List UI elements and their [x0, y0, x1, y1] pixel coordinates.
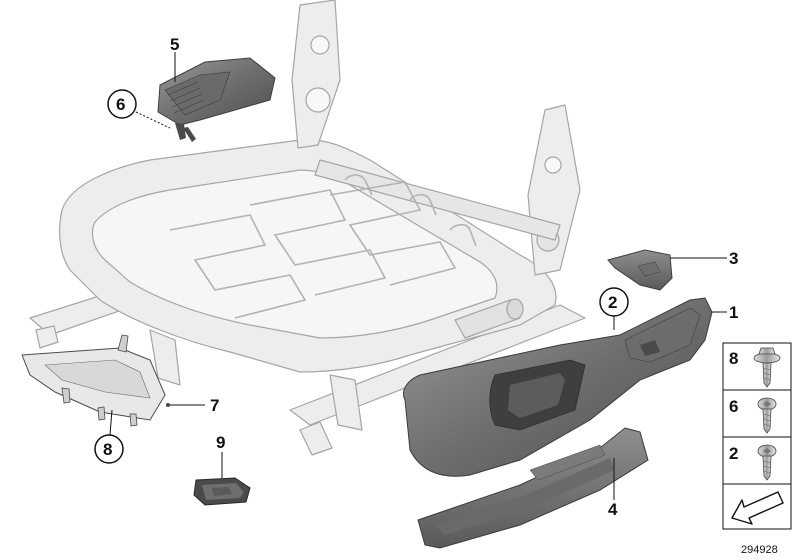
pan-screw-icon	[757, 444, 777, 481]
callout-8-circle	[94, 434, 124, 464]
callouts: 5 6 3 1 2 4 7 8 9	[94, 35, 738, 519]
callout-2: 2	[608, 293, 617, 312]
callout-2-circle	[599, 287, 629, 317]
part-9-clip	[193, 477, 251, 506]
part-3-cover	[607, 249, 673, 291]
callout-9: 9	[216, 433, 225, 452]
part-4-lower-trim	[417, 427, 649, 549]
callout-8: 8	[103, 440, 112, 459]
orientation-arrow-icon	[731, 491, 784, 525]
callout-1: 1	[729, 303, 738, 322]
part-5-trim-cover	[157, 57, 276, 142]
part-1-side-trim	[403, 297, 713, 477]
seat-frame	[29, 0, 586, 456]
callout-4: 4	[608, 500, 618, 519]
flange-screw-icon	[753, 347, 781, 388]
part-8-bracket	[21, 334, 170, 427]
callout-6: 6	[116, 95, 125, 114]
diagram-id: 294928	[741, 544, 778, 556]
legend-label-6: 6	[729, 397, 738, 416]
legend-label-8: 8	[729, 349, 738, 368]
callout-3: 3	[729, 249, 738, 268]
legend-label-2: 2	[729, 444, 738, 463]
callout-7: 7	[210, 396, 219, 415]
torx-screw-icon	[757, 397, 777, 434]
callout-6-circle	[107, 89, 137, 119]
seat-springs	[169, 174, 477, 319]
fastener-legend: 8 6 2	[722, 342, 792, 530]
callout-5: 5	[170, 35, 179, 54]
